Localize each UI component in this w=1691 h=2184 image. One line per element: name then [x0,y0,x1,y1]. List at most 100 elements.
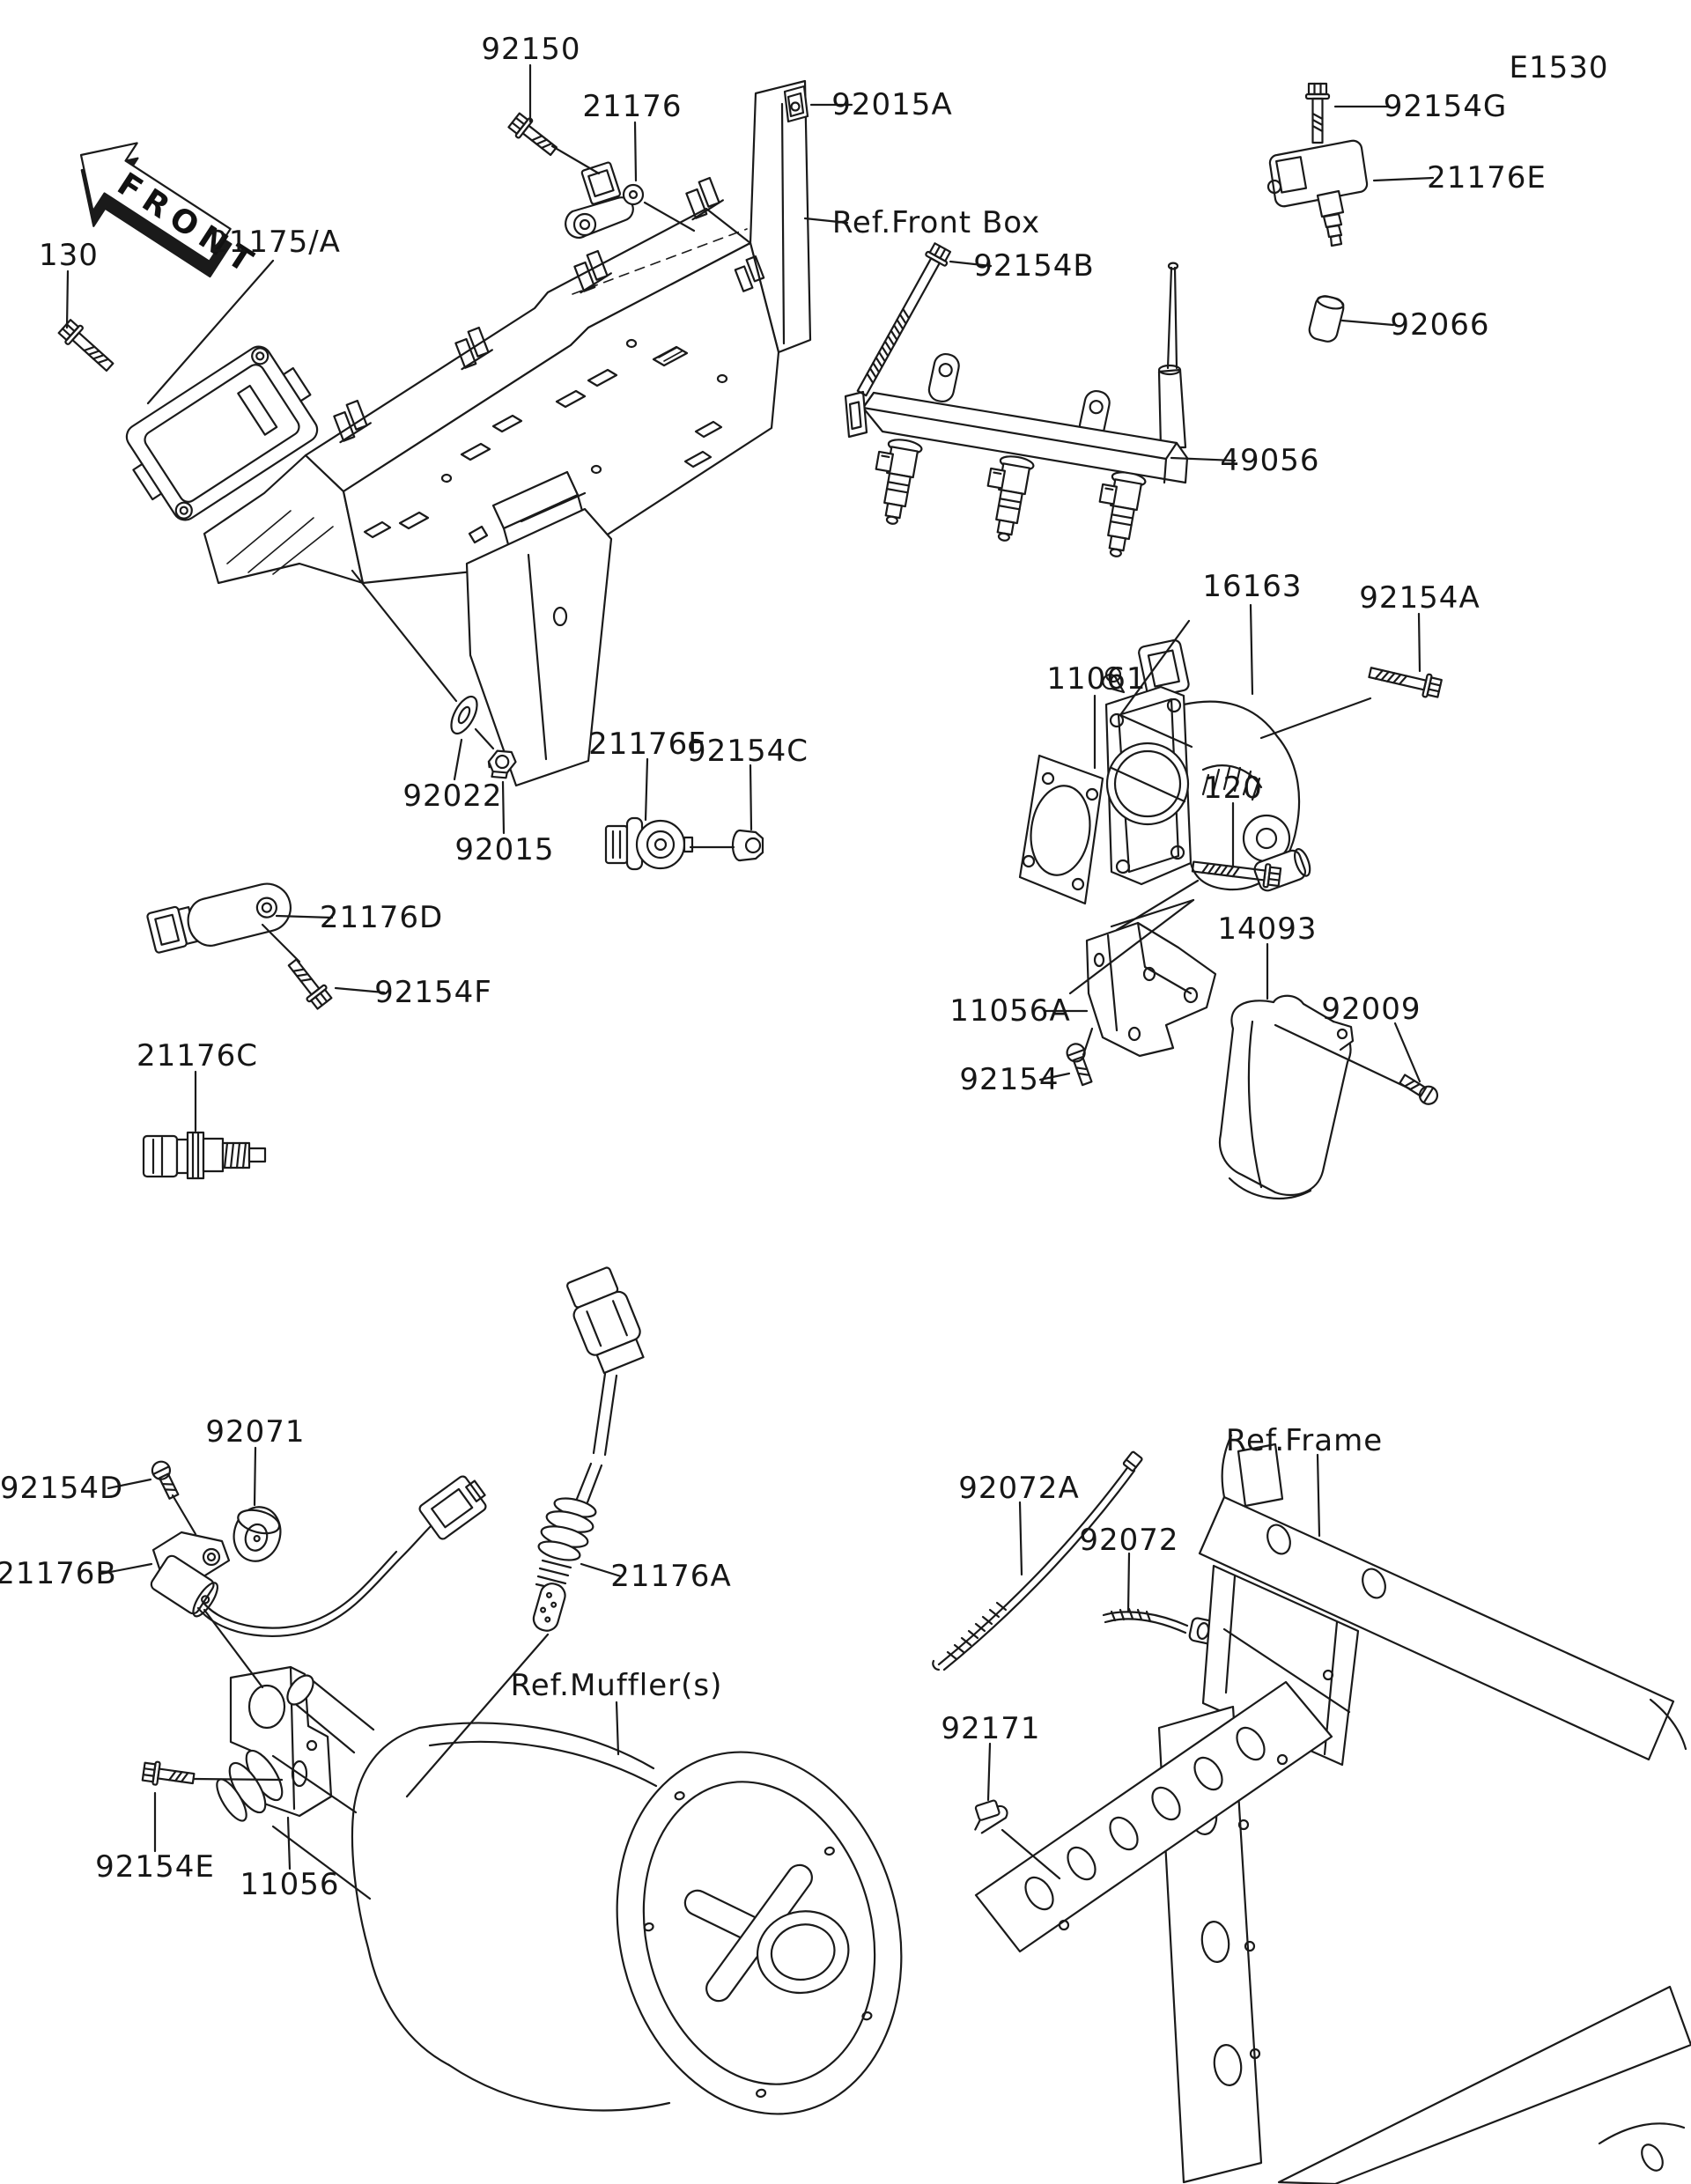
leader-21176B [100,1562,153,1575]
callout-92154E: 92154E [95,1849,215,1885]
bolt-92154G [1304,82,1331,144]
page-code: E1530 [1509,50,1608,85]
clamp-92171 [974,1799,1008,1834]
callout-92015: 92015 [454,832,554,867]
injector [986,455,1035,542]
callout-11056A: 11056A [949,993,1070,1029]
pointer-line-0 [550,144,601,175]
leader-16163 [1249,603,1254,696]
callout-92154G: 92154G [1384,89,1508,124]
pointer-line-10 [1110,898,1195,928]
gasket-11061 [1018,754,1104,905]
bracket-11056A [1085,921,1217,1058]
leader-92072 [1126,1552,1131,1613]
pointer-line-2 [351,569,458,703]
leader-49056 [1170,456,1237,462]
leader-92154 [1038,1072,1071,1081]
callout-92154A: 92154A [1359,580,1480,616]
injector [1098,471,1147,557]
leader-Ref.Front Box [803,217,849,225]
leader-130 [65,269,70,329]
leader-21176D [275,914,334,919]
frame [974,1434,1691,2184]
callout-21176E: 21176E [1427,160,1547,196]
callout-14093: 14093 [1217,911,1317,947]
callout-21176B: 21176B [0,1556,117,1591]
screw-92154F [287,958,333,1010]
bolt-92154E [141,1760,196,1786]
bolt-92154B [856,242,952,397]
screw-92154D [151,1460,180,1500]
callout-120: 120 [1203,771,1263,806]
pointer-line-14 [171,1494,197,1536]
callout-92022: 92022 [402,778,502,814]
leader-21176E [1372,176,1435,182]
callout-21176D: 21176D [320,900,443,935]
callout-92071: 92071 [205,1414,305,1450]
ecu-21175 [125,345,319,521]
callout-92154F: 92154F [374,975,492,1010]
bolt-92150 [507,112,558,157]
cap-92066 [1308,295,1345,343]
leader-92015 [501,780,506,835]
callout-16163: 16163 [1202,569,1302,604]
callout-21176A: 21176A [610,1559,731,1594]
callout-11061: 11061 [1046,661,1146,697]
pointer-line-17 [405,1633,550,1798]
callout-92154C: 92154C [687,734,809,769]
pointer-lines [171,144,1411,1880]
leader-92154B [949,260,993,268]
fuel-rail-49056 [844,262,1189,557]
pointer-line-5 [261,923,301,963]
leader-21176F [644,757,649,822]
leader-92022 [453,738,463,781]
speed-sensor-21176F [604,816,694,871]
pointer-line-12 [1082,1027,1094,1057]
callout-21176: 21176 [582,89,682,124]
leader-11056 [286,1816,292,1870]
cable-tie-92072A [932,1450,1143,1671]
leader-92154F [334,986,386,994]
leader-21175/A [146,259,275,405]
crank-sensor-21176B [150,1475,487,1637]
callout-92072: 92072 [1079,1523,1178,1558]
pointer-line-13 [1274,1023,1411,1090]
callout-Ref.Muffler(s): Ref.Muffler(s) [511,1668,723,1703]
water-temp-sensor-21176C [142,1131,267,1180]
plate-slots [363,338,728,544]
pointer-line-8 [1119,713,1193,749]
leader-92154A [1417,612,1421,673]
nut-92015 [487,749,517,779]
callout-21175/A: 21175/A [209,225,341,260]
front-direction-arrow: FRONT [79,142,265,284]
callout-Ref.Frame: Ref.Frame [1226,1423,1383,1458]
leader-21176 [633,121,638,182]
callout-21176F: 21176F [588,727,706,762]
grommet-92071 [233,1506,282,1562]
bolt-120 [1191,860,1282,889]
o2-sensor-21176A [532,1266,645,1632]
fasteners [57,82,1443,1786]
leader-Ref.Muffler(s) [615,1701,620,1756]
cable-tie-92072 [1102,1607,1218,1645]
callout-11056: 11056 [240,1867,339,1902]
pointer-line-9 [1068,898,1195,995]
bolt-92154A [1368,667,1443,698]
callout-130: 130 [39,238,99,273]
clip-92015A [783,85,809,123]
camshaft-sensor-21176 [565,161,645,239]
pointer-line-15 [203,1608,264,1689]
nut-92154C [731,829,764,862]
pointer-line-1 [643,201,696,232]
leader-92154C [749,764,753,831]
callout-92066: 92066 [1390,307,1489,343]
pointer-line-3 [474,727,495,750]
callout-92150: 92150 [481,32,580,67]
callout-21176C: 21176C [137,1038,258,1074]
callout-92171: 92171 [941,1711,1040,1746]
pointer-line-16 [192,1777,284,1782]
leader-92171 [986,1742,992,1802]
